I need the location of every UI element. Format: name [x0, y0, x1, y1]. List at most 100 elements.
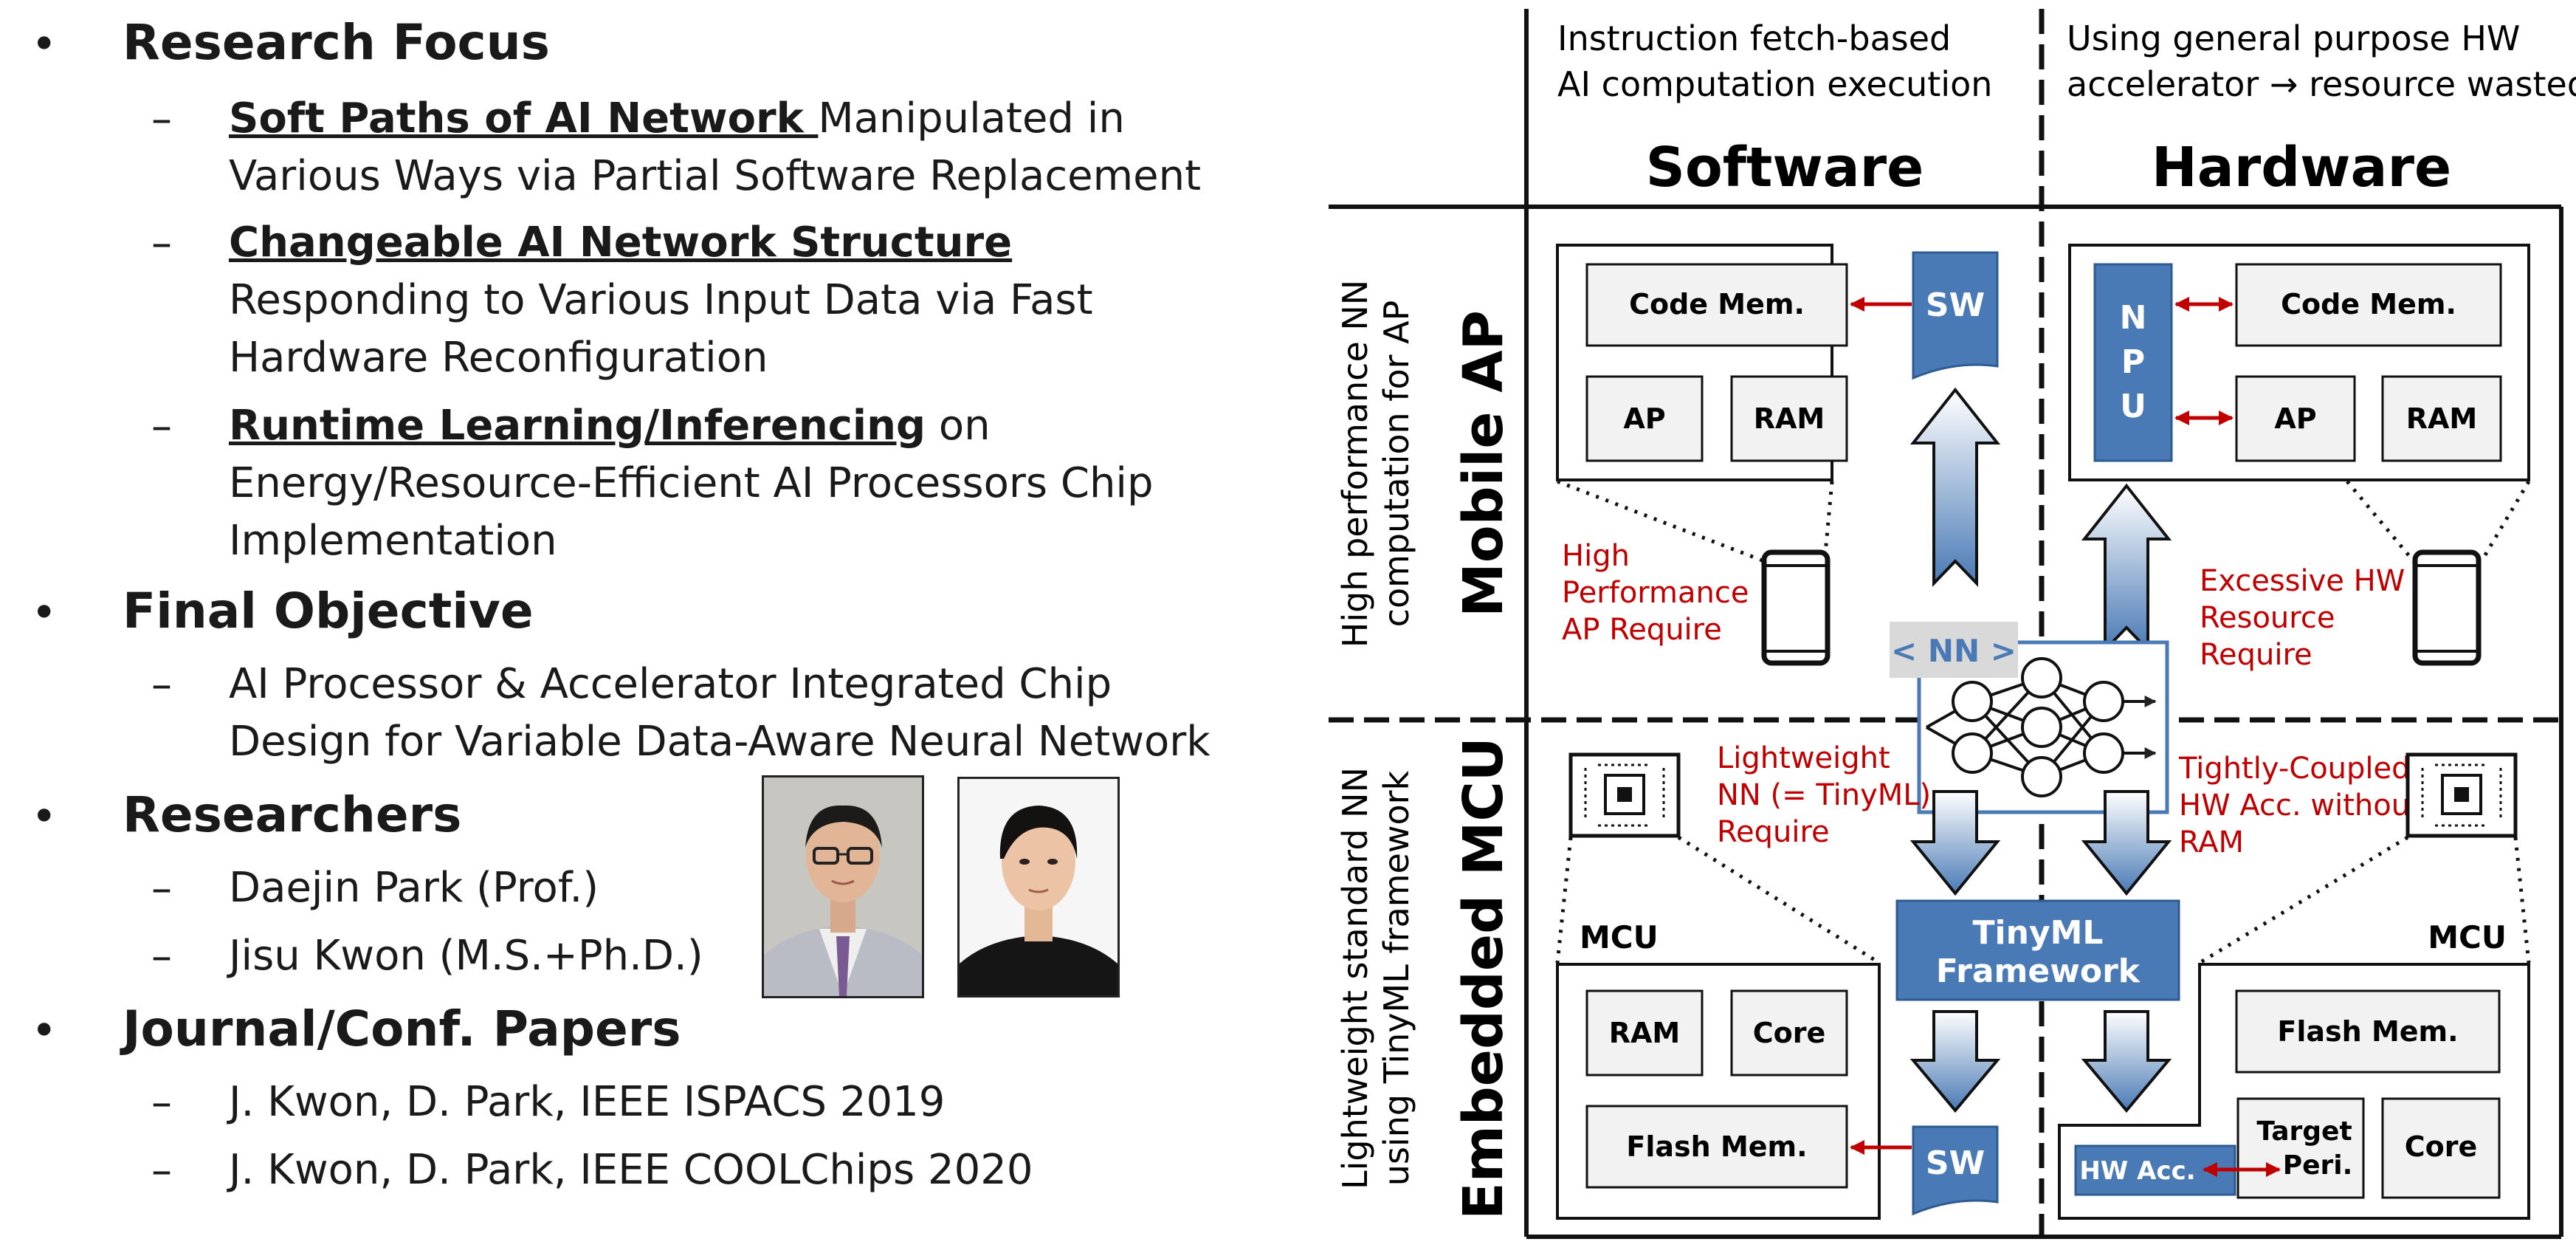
lightweight-line-3: Require [1717, 815, 1830, 849]
focus-keyword: Runtime Learning/Inferencing [229, 402, 926, 450]
high-perf-line-3: AP Require [1562, 613, 1722, 647]
researcher-2: Jisu Kwon (M.S.+Ph.D.) [229, 932, 703, 980]
focus-keyword: Changeable AI Network Structure [229, 219, 1013, 267]
hw-ram-box [2381, 375, 2502, 462]
hw-note-line-2: accelerator → resource wasted [2067, 64, 2576, 104]
bullet: • [31, 791, 58, 842]
code-mem-label: Code Mem. [1629, 288, 1805, 320]
hw-core-label: Core [2405, 1130, 2478, 1163]
dotted-leader [2513, 837, 2531, 964]
row-mobile-sub-1: High performance NN [1335, 280, 1375, 648]
row-mcu-sub-2: using TinyML framework [1377, 770, 1416, 1186]
dotted-leader [1822, 481, 1834, 562]
paper-2: J. Kwon, D. Park, IEEE COOLChips 2020 [229, 1146, 1033, 1194]
mcu-flash-box [1585, 1105, 1848, 1189]
dash: – [151, 95, 172, 143]
dash: – [151, 1079, 172, 1127]
row-mcu-sub-1: Lightweight standard NN [1335, 767, 1375, 1190]
hw-note-line-1: Using general purpose HW [2067, 18, 2520, 58]
dash: – [151, 933, 172, 981]
dotted-leader [1555, 837, 1573, 964]
dotted-leader [2479, 480, 2531, 563]
sw-label: SW [1926, 286, 1985, 324]
section-title-final-objective: Final Objective [123, 583, 534, 639]
high-perf-line-2: Performance [1562, 576, 1749, 610]
mcu-ram-label: RAM [1609, 1017, 1680, 1049]
dotted-leader [1677, 835, 1881, 965]
mcu-label: MCU [1580, 919, 1659, 955]
hw-acc-label: HW Acc. [2079, 1156, 2195, 1186]
bullet: • [31, 1005, 58, 1057]
sw-label: SW [1926, 1144, 1985, 1182]
row-header-embedded-mcu: Embedded MCU [1452, 737, 1515, 1220]
column-header-hardware: Hardware [2152, 136, 2451, 199]
tightly-line-3: RAM [2179, 825, 2244, 859]
target-peri-line-1: Target [2256, 1116, 2352, 1147]
section-title-papers: Journal/Conf. Papers [123, 1000, 681, 1057]
code-mem-box [1585, 263, 1848, 347]
nn-label-box [1890, 622, 2018, 678]
smartphone-icon [2412, 549, 2482, 666]
researcher-photo-2 [957, 777, 1120, 998]
hw-code-mem-label: Code Mem. [2281, 288, 2456, 320]
architecture-diagram: Instruction fetch-based AI computation e… [1329, 9, 2576, 1239]
nn-label: < NN > [1891, 633, 2017, 669]
smartphone-icon [1761, 549, 1831, 666]
npu-letter: U [2120, 388, 2146, 425]
mcu-flash-label: Flash Mem. [1626, 1130, 1807, 1163]
tightly-line-2: HW Acc. without [2179, 789, 2422, 823]
excessive-line-2: Resource [2200, 601, 2335, 635]
paper-1: J. Kwon, D. Park, IEEE ISPACS 2019 [229, 1078, 946, 1126]
dotted-leader [2346, 480, 2415, 563]
lightweight-line-2: NN (= TinyML) [1717, 778, 1931, 812]
section-title-research-focus: Research Focus [123, 14, 550, 71]
npu-letter: P [2121, 343, 2145, 381]
sw-document-icon [1912, 1125, 1999, 1216]
researcher-1: Daejin Park (Prof.) [229, 864, 599, 912]
ram-box [1730, 375, 1848, 462]
mcu-core-box [1730, 989, 1848, 1077]
dash: – [151, 661, 172, 709]
focus-text: Manipulated in Various Ways via Partial … [229, 95, 1202, 200]
hw-ap-box [2235, 375, 2356, 462]
sw-note-line-2: AI computation execution [1557, 64, 1992, 104]
tightly-line-1: Tightly-Coupled [2178, 752, 2411, 786]
hw-core-box [2381, 1097, 2501, 1199]
tinyml-framework-box [1895, 899, 2180, 1001]
focus-keyword: Soft Paths of AI Network [229, 95, 819, 143]
sw-up-arrow-icon [1909, 387, 2001, 587]
sw-note-line-1: Instruction fetch-based [1557, 18, 1951, 58]
section-title-researchers: Researchers [123, 786, 462, 843]
hw-code-mem-box [2235, 263, 2502, 347]
focus-text: Responding to Various Input Data via Fas… [229, 276, 1093, 382]
focus-item-1: Soft Paths of AI Network Manipulated in … [229, 90, 1262, 205]
hw-ap-label: AP [2274, 402, 2316, 435]
tinyml-line-1: TinyML [1973, 914, 2104, 952]
ap-box [1585, 375, 1704, 462]
sw-document-icon [1912, 251, 1999, 380]
down-arrow-icon [1909, 1010, 2001, 1113]
hw-ram-label: RAM [2406, 402, 2477, 435]
bullet: • [31, 587, 58, 639]
column-header-software: Software [1646, 136, 1924, 199]
bullet: • [31, 18, 58, 70]
target-peri-line-2: Peri. [2283, 1150, 2353, 1181]
neural-network-icon [1926, 657, 2157, 797]
hw-mcu-label: MCU [2428, 919, 2507, 955]
dash: – [151, 1147, 172, 1195]
down-arrow-icon [2081, 790, 2172, 896]
dash: – [151, 402, 172, 450]
focus-item-3: Runtime Learning/Inferencing on Energy/R… [229, 397, 1262, 570]
objective-text: AI Processor & Accelerator Integrated Ch… [229, 660, 1210, 766]
row-mobile-sub-2: computation for AP [1377, 301, 1416, 628]
tinyml-line-2: Framework [1936, 952, 2141, 990]
focus-text: on Energy/Resource-Efficient AI Processo… [229, 402, 1154, 565]
dash: – [151, 865, 172, 913]
chip-icon [2405, 752, 2518, 838]
chip-icon [1568, 752, 1681, 838]
npu-letter: N [2120, 299, 2147, 337]
hw-up-arrow-icon [2081, 483, 2172, 653]
focus-item-2: Changeable AI Network Structure Respondi… [229, 214, 1262, 387]
high-perf-line-1: High [1562, 539, 1630, 573]
dash: – [151, 219, 172, 267]
